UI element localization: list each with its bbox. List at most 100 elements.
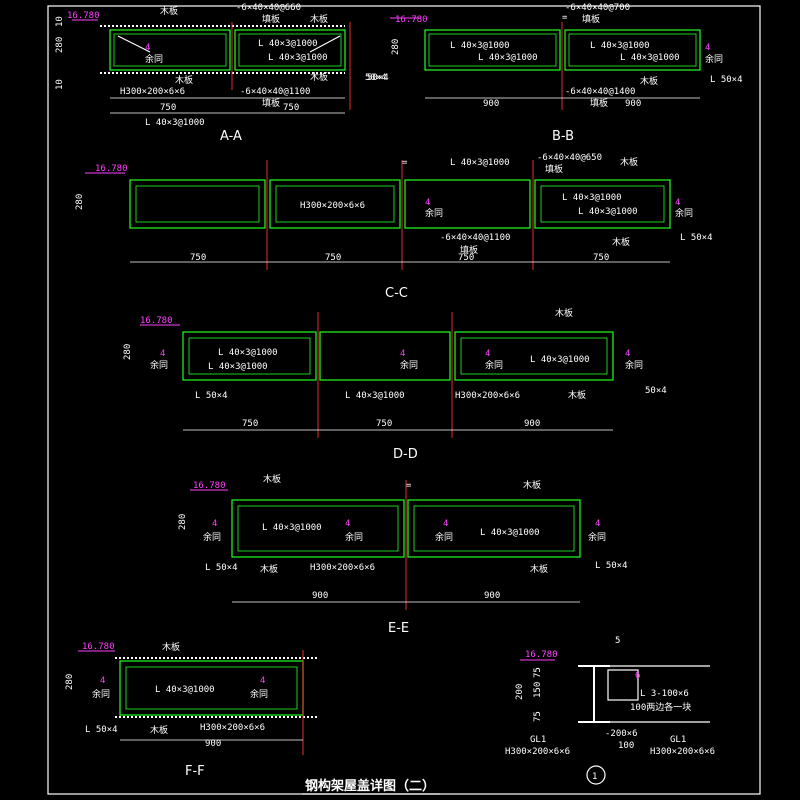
filler-label: 填板: [262, 13, 280, 25]
dim-900: 900: [524, 419, 540, 429]
filler-label: 填板: [262, 97, 280, 109]
board-label: 木板: [620, 156, 638, 168]
note-label: 100两边各一块: [630, 701, 691, 713]
section-f-f: 16.780 280 木板 L 40×3@1000 4 余同 4 余同 L 50…: [65, 641, 318, 779]
angle-label: L 50×4: [710, 75, 743, 85]
section-d-d: 16.780 280 木板 L 40×3@1000 L 40×3@1000 L …: [123, 307, 667, 462]
angle-label: L 40×3@1000: [480, 528, 540, 538]
dim-280: 280: [123, 344, 133, 360]
h-beam-label: H300×200×6×6: [300, 201, 365, 211]
plate-label: -6×40×40@660: [236, 3, 301, 13]
plate-label: -6×40×40@650: [537, 153, 602, 163]
h-beam-label: H300×200×6×6: [200, 723, 265, 733]
dim-280: 280: [75, 194, 85, 210]
board-label: 木板: [310, 71, 328, 83]
section-title-aa: A-A: [220, 129, 242, 144]
elev-label: 16.780: [82, 642, 115, 652]
dim-10: 10: [55, 16, 65, 27]
angle-label: L 40×3@1000: [450, 41, 510, 51]
filler-label: 填板: [590, 97, 608, 109]
angle-label: L 50×4: [85, 725, 118, 735]
angle-label: L 40×3@1000: [208, 362, 268, 372]
dim-750: 750: [458, 253, 474, 263]
angle-label: L 40×3@1000: [590, 41, 650, 51]
dim-75: 75: [533, 711, 543, 722]
same-label: 余同: [485, 359, 503, 371]
angle-label: 50×4: [645, 386, 667, 396]
angle-label: L 40×3@1000: [258, 39, 318, 49]
board-label: 木板: [260, 563, 278, 575]
angle-label: L 50×4: [595, 561, 628, 571]
section-title-cc: C-C: [385, 286, 408, 301]
section-a-a: 16.780 280 10 10 木板 -6×40×40@660 填板 木板 L…: [55, 3, 389, 144]
angle-label: L 40×3@1000: [145, 118, 205, 128]
dim-5: 5: [615, 636, 620, 646]
dim-900: 900: [484, 591, 500, 601]
weld-label: 4: [260, 676, 265, 686]
section-b-b: 16.780 280 = -6×40×40@700 填板 L 40×3@1000…: [365, 3, 743, 144]
detail-number: 1: [592, 772, 597, 782]
elev-label: 16.780: [140, 316, 173, 326]
dim-6: 6: [635, 671, 640, 681]
weld-label: 4: [443, 519, 448, 529]
board-label: 木板: [612, 236, 630, 248]
section-title-ee: E-E: [388, 621, 409, 636]
board-label: 木板: [640, 75, 658, 87]
weld-label: 4: [675, 198, 680, 208]
board-label: 木板: [310, 13, 328, 25]
weld-label: 4: [145, 43, 150, 53]
dim-900: 900: [625, 99, 641, 109]
board-label: 木板: [175, 74, 193, 86]
dim-10: 10: [55, 79, 65, 90]
elev-label: 16.780: [395, 15, 428, 25]
h-beam-label: H300×200×6×6: [455, 391, 520, 401]
section-title-ff: F-F: [185, 764, 205, 779]
h-beam-label: H300×200×6×6: [120, 87, 185, 97]
dim-280: 280: [178, 514, 188, 530]
h-beam-label: H300×200×6×6: [650, 747, 715, 757]
dim-280: 280: [55, 37, 65, 53]
dim-200: 200: [515, 684, 525, 700]
section-title-bb: B-B: [552, 129, 574, 144]
weld-label: 4: [705, 43, 710, 53]
same-label: 余同: [588, 531, 606, 543]
same-label: 余同: [425, 207, 443, 219]
eq-mark: =: [406, 481, 412, 491]
section-e-e: 16.780 280 = 木板 木板 L 40×3@1000 L 40×3@10…: [178, 473, 628, 636]
detail-marker: [586, 765, 606, 785]
dim-750: 750: [376, 419, 392, 429]
angle-label: L 40×3@1000: [155, 685, 215, 695]
plate-label: -6×40×40@1400: [565, 87, 635, 97]
weld-label: 4: [345, 519, 350, 529]
dim-750: 750: [593, 253, 609, 263]
detail-1: 16.780 200 150 75 75 5 6 L 3-100×6 100两边…: [505, 636, 715, 785]
elev-label: 16.780: [193, 481, 226, 491]
dim-75: 75: [533, 667, 543, 678]
angle-label: L 40×3@1000: [620, 53, 680, 63]
same-label: 余同: [150, 359, 168, 371]
board-label: 木板: [555, 307, 573, 319]
same-label: 余同: [92, 688, 110, 700]
angle-label: L 50×4: [680, 233, 713, 243]
eq-mark: =: [562, 13, 568, 23]
angle-label: 50×4: [367, 73, 389, 83]
board-label: 木板: [263, 473, 281, 485]
same-label: 余同: [705, 53, 723, 65]
angle-label: L 40×3@1000: [478, 53, 538, 63]
h-beam-label: H300×200×6×6: [310, 563, 375, 573]
angle-label: L 40×3@1000: [578, 207, 638, 217]
sheet-title: 钢构架屋盖详图（二）: [305, 778, 435, 794]
board-label: 木板: [568, 389, 586, 401]
angle-label: 50×4: [365, 73, 387, 83]
board-label: 木板: [523, 479, 541, 491]
angle-label: L 40×3@1000: [562, 193, 622, 203]
dim-750: 750: [325, 253, 341, 263]
dim-280: 280: [65, 674, 75, 690]
dim-750: 750: [242, 419, 258, 429]
section-title-dd: D-D: [393, 447, 418, 462]
weld-label: 4: [160, 349, 165, 359]
dim-100: 100: [618, 741, 634, 751]
plate-label: -6×40×40@1100: [240, 87, 310, 97]
elev-label: 16.780: [67, 11, 100, 21]
